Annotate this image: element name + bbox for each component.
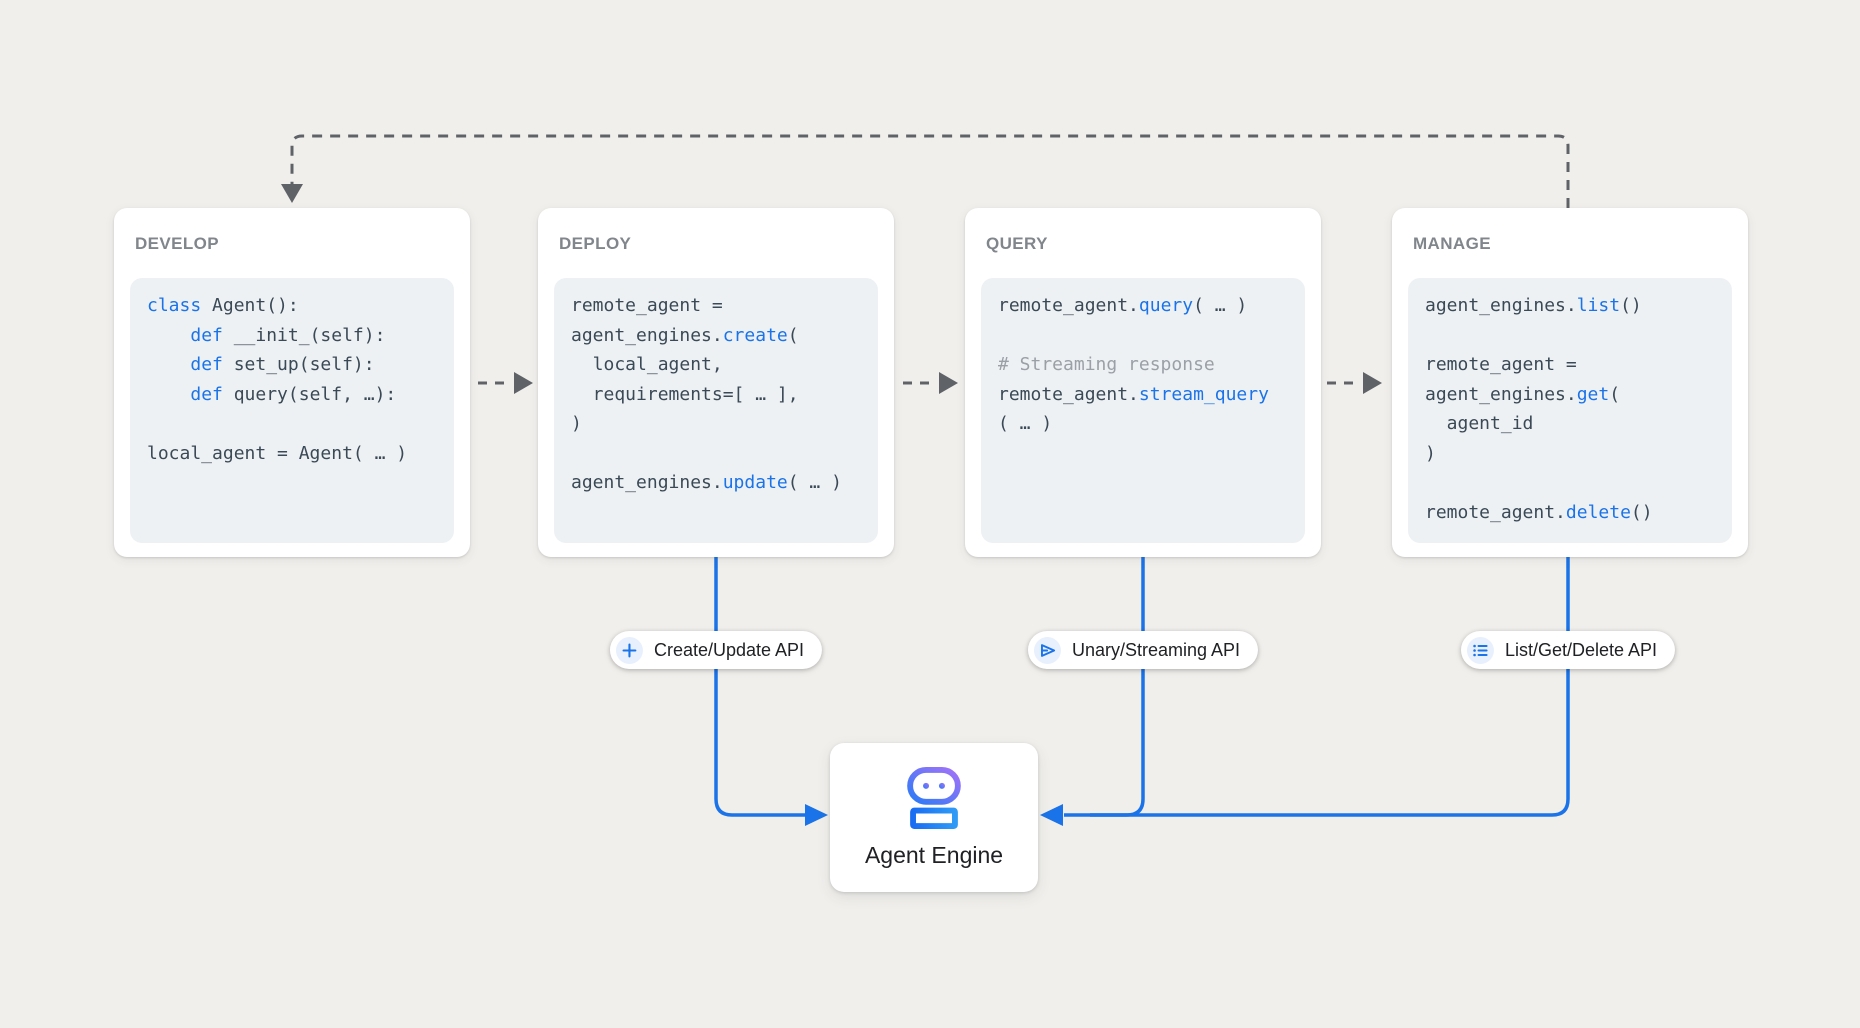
badge-label: List/Get/Delete API [1504,639,1658,660]
card-develop: DEVELOP class Agent(): def __init_(self)… [114,208,470,557]
engine-right-arrowhead-icon [1040,804,1063,826]
badge-label: Create/Update API [653,639,805,660]
code-line: ( … ) [998,413,1053,434]
query-to-manage-arrowhead-icon [1363,372,1382,394]
code-line: local_agent, [571,354,723,375]
card-manage: MANAGE agent_engines.list() remote_agent… [1392,208,1748,557]
code-line: agent_engines.update( … ) [571,472,842,493]
code-line: remote_agent = [1425,354,1577,375]
code-line: ) [1425,442,1436,464]
send-icon [1033,636,1061,664]
code-line: def __init_(self): [190,324,386,346]
card-title-query: QUERY [986,234,1048,253]
robot-icon [907,766,961,829]
code-line: ) [571,413,582,434]
deploy-to-engine-line [714,557,805,817]
code-line: remote_agent = [571,295,723,316]
badge-unary-streaming-api: Unary/Streaming API [1027,631,1259,669]
card-title-manage: MANAGE [1413,234,1491,253]
agent-engine-label: Agent Engine [864,841,1004,868]
code-line: agent_engines.create( [571,324,799,346]
code-line: agent_engines.get( [1425,383,1621,405]
code-line [998,321,1305,351]
card-title-develop: DEVELOP [135,234,220,253]
code-line: remote_agent.query( … ) [998,295,1248,316]
code-block-deploy: remote_agent = agent_engines.create( loca… [554,278,878,543]
query-to-engine-line [1090,557,1145,817]
card-deploy: DEPLOY remote_agent = agent_engines.creat… [538,208,894,557]
manage-to-develop-loop-line [290,134,1570,208]
code-line [571,439,878,469]
code-line: agent_id [1425,413,1534,434]
develop-to-deploy-arrowhead-icon [514,372,533,394]
code-line: agent_engines.list() [1425,295,1642,316]
code-line: def query(self, …): [190,383,397,405]
card-query: QUERY remote_agent.query( … ) # Streamin… [965,208,1321,557]
badge-label: Unary/Streaming API [1071,639,1241,660]
code-line: requirements=[ … ], [571,383,799,405]
code-line [1425,321,1732,351]
code-line: local_agent = Agent( … ) [147,442,408,464]
badge-create-update-api: Create/Update API [609,631,823,669]
manage-to-engine-line [1064,557,1570,817]
code-line: def set_up(self): [190,354,375,375]
code-line: class Agent(): [147,295,299,316]
loop-arrowhead-down-icon [281,184,303,203]
code-line: remote_agent.delete() [1425,501,1653,523]
code-block-manage: agent_engines.list() remote_agent = agent… [1408,278,1732,543]
code-line: # Streaming response [998,354,1215,375]
code-line [147,409,454,439]
card-title-deploy: DEPLOY [559,234,632,253]
badge-list-get-delete-api: List/Get/Delete API [1460,631,1676,669]
code-line: remote_agent.stream_query [998,383,1269,405]
list-icon [1466,636,1494,664]
code-block-develop: class Agent(): def __init_(self): def se… [130,278,454,543]
plus-icon [615,636,643,664]
code-block-query: remote_agent.query( … ) # Streaming resp… [981,278,1305,543]
engine-left-arrowhead-icon [805,804,828,826]
agent-engine-card: Agent Engine [830,743,1038,892]
code-line [1425,468,1732,498]
deploy-to-query-arrowhead-icon [939,372,958,394]
